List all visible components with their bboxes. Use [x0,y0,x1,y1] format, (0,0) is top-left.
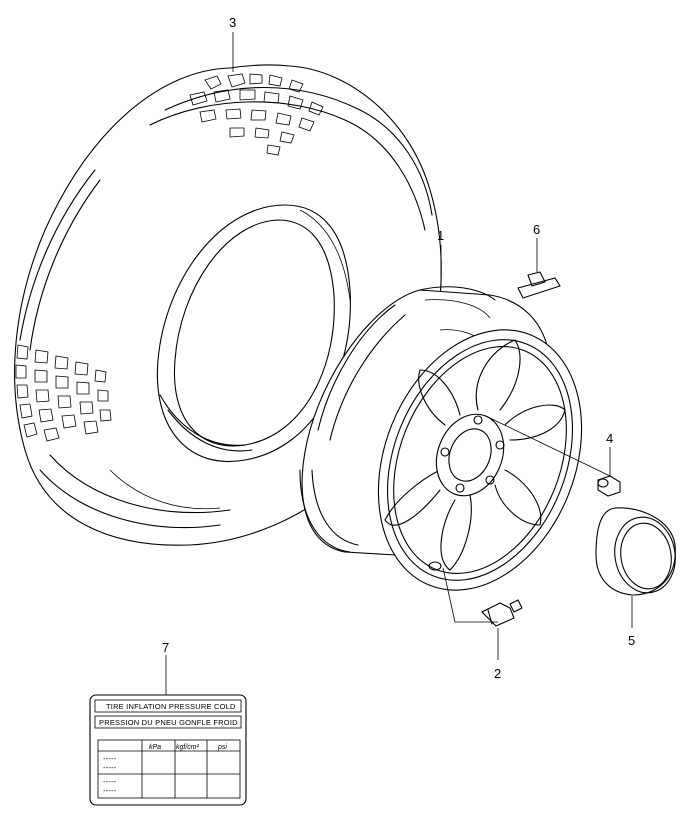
tire-valve [481,599,523,627]
label-line-1: TIRE INFLATION PRESSURE COLD [106,702,236,711]
tire-pressure-label: TIRE INFLATION PRESSURE COLD PRESSION DU… [89,694,247,806]
label-line-2: PRESSION DU PNEU GONFLE FROID [99,718,238,727]
callout-3: 3 [229,15,236,30]
row-mark-1: ----- [103,754,117,763]
tire [14,64,442,546]
col-kgf: kgf/cm² [176,744,200,751]
tread-pattern-top [189,73,324,156]
wheel-nut [597,475,621,497]
row-mark-2: ----- [103,763,117,772]
tread-pattern-left [15,344,112,442]
callout-7: 7 [162,640,169,655]
callout-4: 4 [606,431,613,446]
callout-numbers: 3 1 6 4 5 2 7 [162,15,635,681]
wheel-spokes [384,339,566,571]
callout-6: 6 [533,222,540,237]
balance-weight [517,271,561,299]
callout-1: 1 [437,228,444,243]
callout-2: 2 [494,666,501,681]
col-psi: psi [217,744,227,751]
wheel [299,286,583,591]
leader-lines [165,32,633,695]
center-cap [595,507,676,596]
row-mark-4: ----- [103,786,117,795]
row-mark-3: ----- [103,777,117,786]
col-kpa: kPa [149,744,161,751]
callout-5: 5 [628,633,635,648]
